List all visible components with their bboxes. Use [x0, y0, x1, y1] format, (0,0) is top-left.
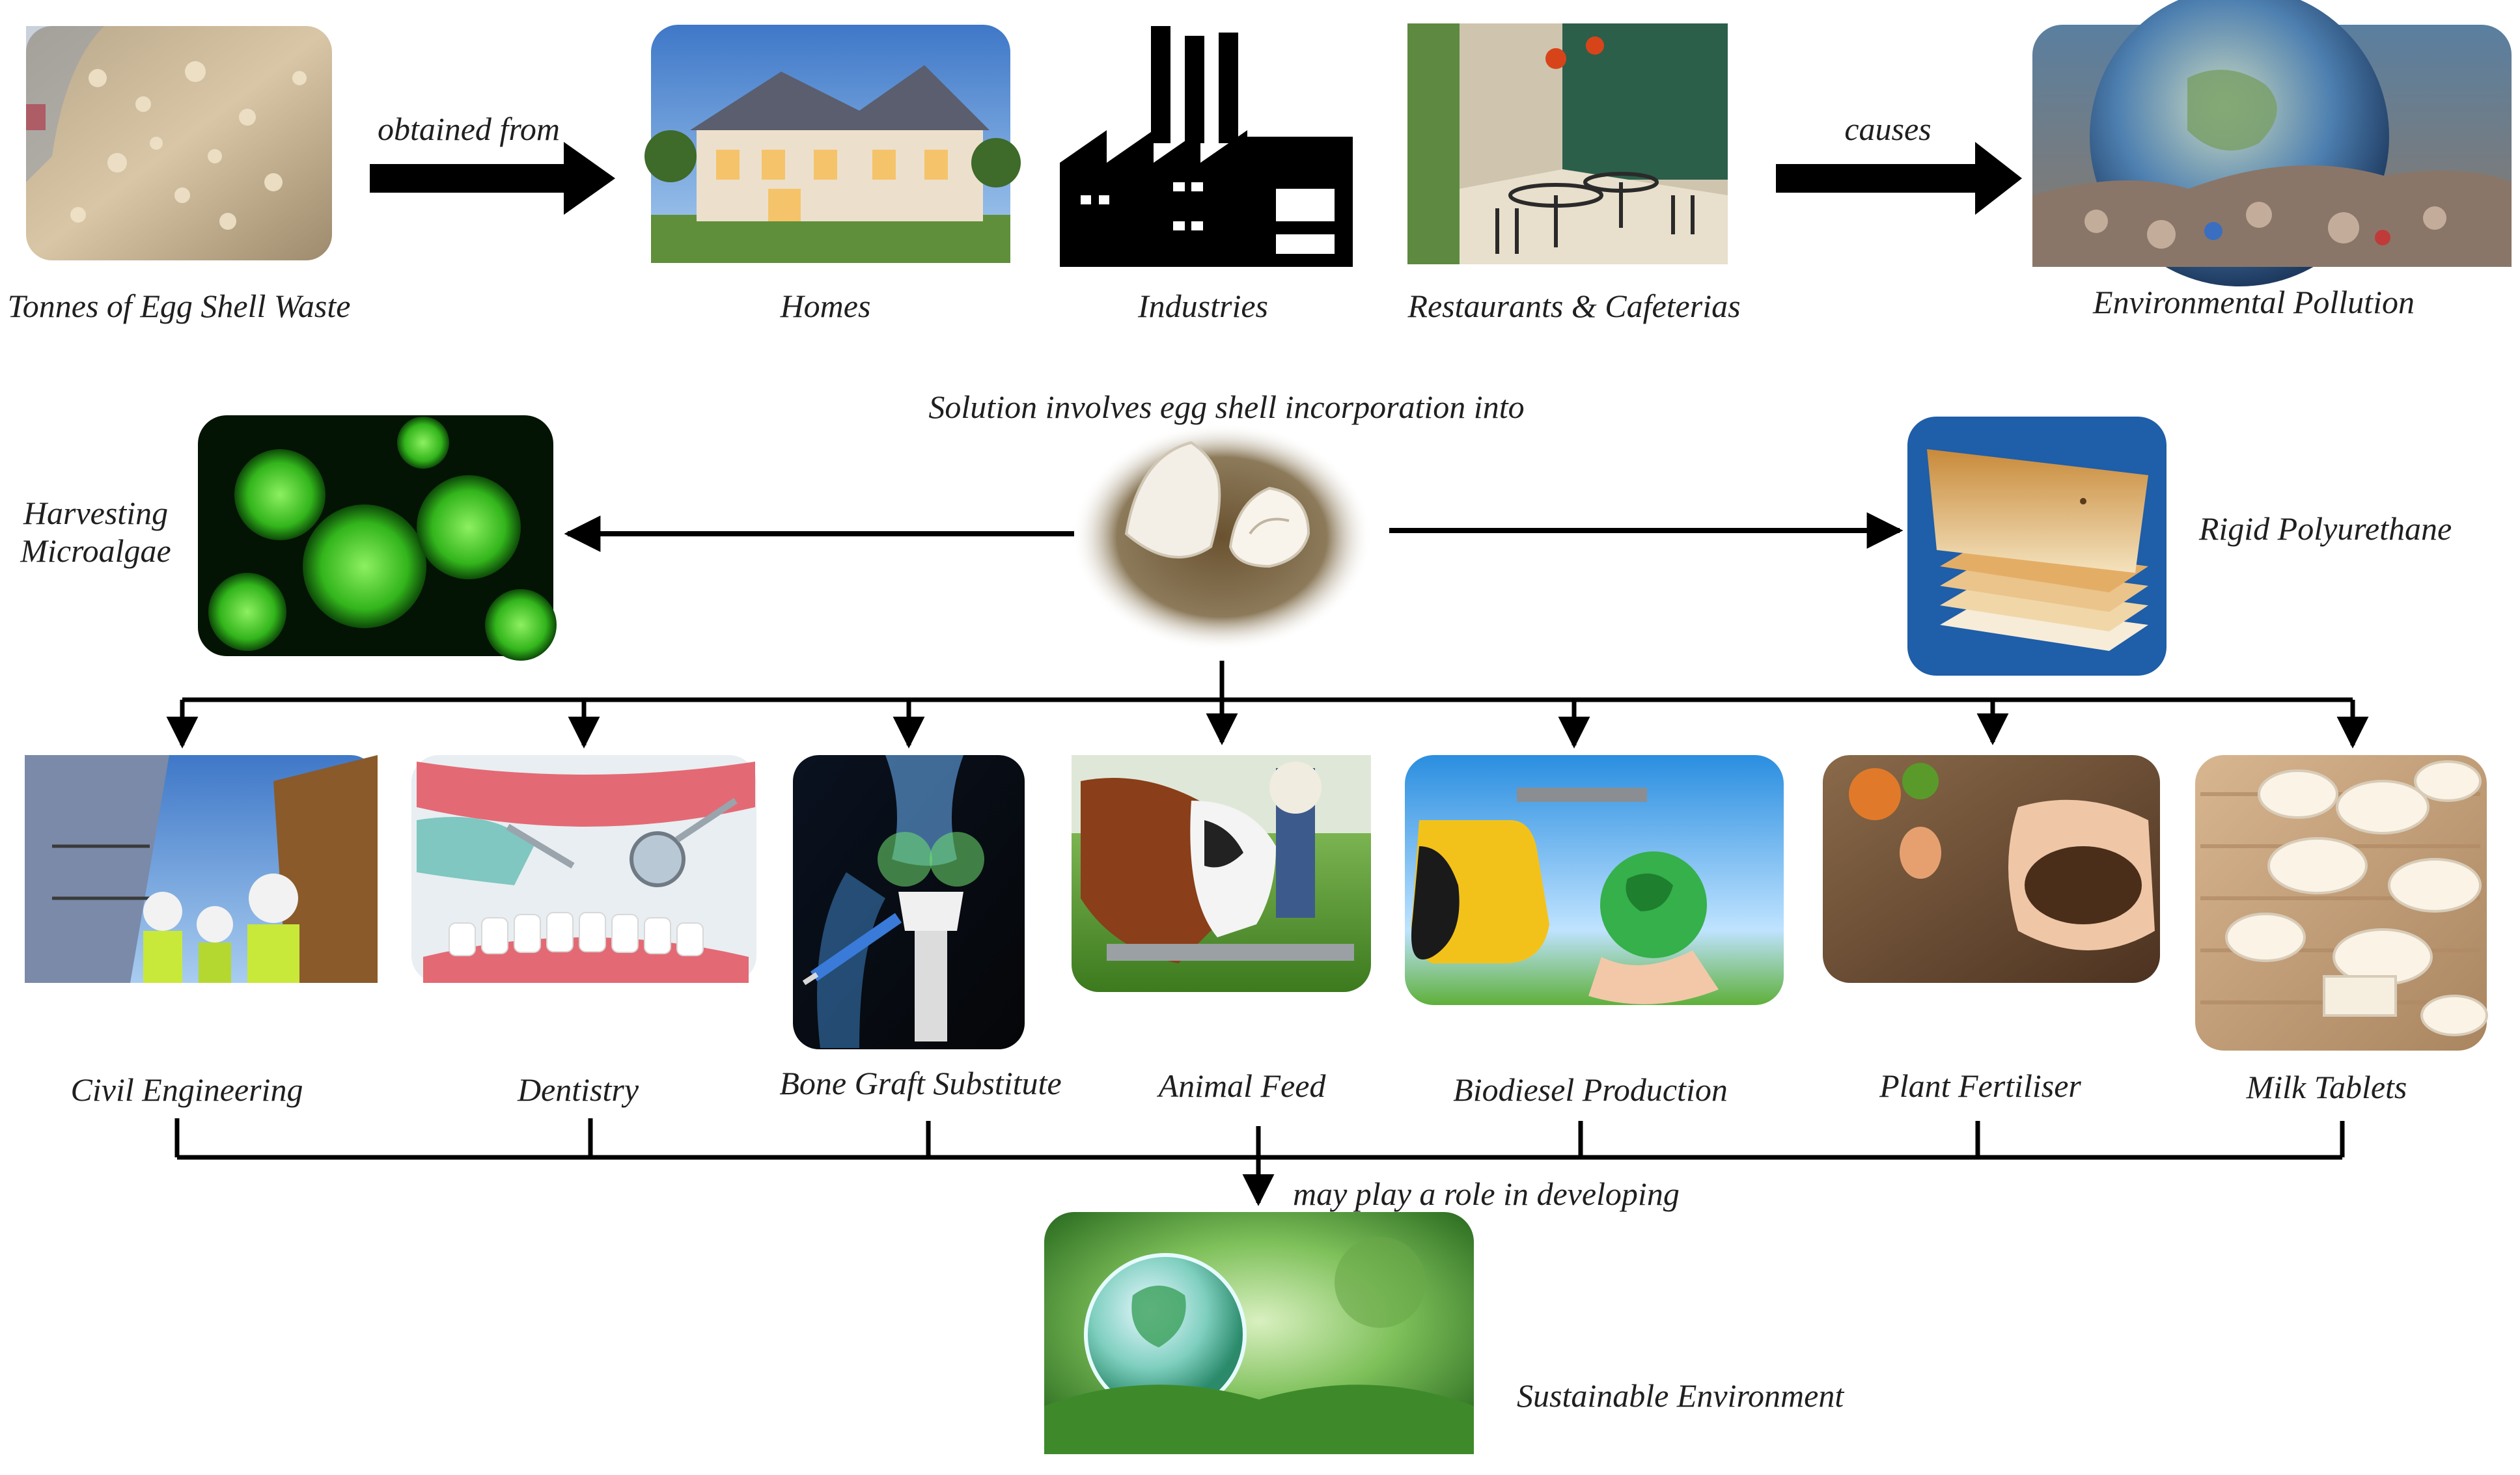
restaurants-label: Restaurants & Cafeterias — [1407, 288, 1741, 324]
sustainable-environment-image — [1044, 1212, 1474, 1454]
eggshell-waste-image — [26, 26, 332, 260]
restaurant-image — [1407, 23, 1728, 264]
homes-image — [644, 25, 1021, 263]
civil-engineering-label: Civil Engineering — [70, 1071, 303, 1108]
obtained-from-arrow — [370, 142, 615, 215]
bone-graft-xray-image — [793, 755, 1025, 1049]
microalgae-label: Harvesting Microalgae — [14, 495, 177, 570]
dentistry-image — [411, 755, 756, 983]
polluted-earth-image — [2032, 0, 2512, 286]
obtained-from-label: obtained from — [377, 111, 561, 147]
environmental-pollution-label: Environmental Pollution — [2093, 284, 2415, 320]
milk-tablets-image — [2195, 755, 2488, 1051]
causes-arrow — [1776, 142, 2022, 215]
microalgae-label-line2: Microalgae — [20, 532, 171, 569]
animal-feed-label: Animal Feed — [1158, 1068, 1326, 1104]
biodiesel-image — [1405, 755, 1784, 1005]
sustainable-environment-label: Sustainable Environment — [1517, 1377, 1844, 1414]
factory-icon — [1060, 26, 1353, 267]
industries-label: Industries — [1138, 288, 1268, 324]
biodiesel-label: Biodiesel Production — [1453, 1071, 1728, 1108]
civil-engineering-image — [25, 755, 378, 983]
convergence-connector — [174, 1118, 2345, 1206]
microalgae-label-line1: Harvesting — [23, 495, 169, 531]
milk-tablets-label: Milk Tablets — [2246, 1069, 2407, 1105]
eggshell-image — [1072, 423, 1372, 651]
causes-label: causes — [1844, 111, 1932, 147]
eggshell-waste-label: Tonnes of Egg Shell Waste — [7, 288, 351, 324]
bone-graft-label: Bone Graft Substitute — [779, 1065, 1062, 1101]
branch-connector — [166, 661, 2369, 749]
microalgae-image — [198, 415, 557, 661]
solution-label: Solution involves egg shell incorporatio… — [928, 389, 1525, 425]
animal-feed-image — [1072, 755, 1371, 992]
polyurethane-foam-image — [1907, 417, 2167, 676]
homes-label: Homes — [780, 288, 871, 324]
dentistry-label: Dentistry — [517, 1071, 639, 1108]
plant-fertiliser-image — [1823, 755, 2160, 983]
may-play-role-label: may play a role in developing — [1293, 1176, 1680, 1212]
polyurethane-label: Rigid Polyurethane — [2198, 510, 2452, 547]
plant-fertiliser-label: Plant Fertiliser — [1879, 1068, 2081, 1104]
